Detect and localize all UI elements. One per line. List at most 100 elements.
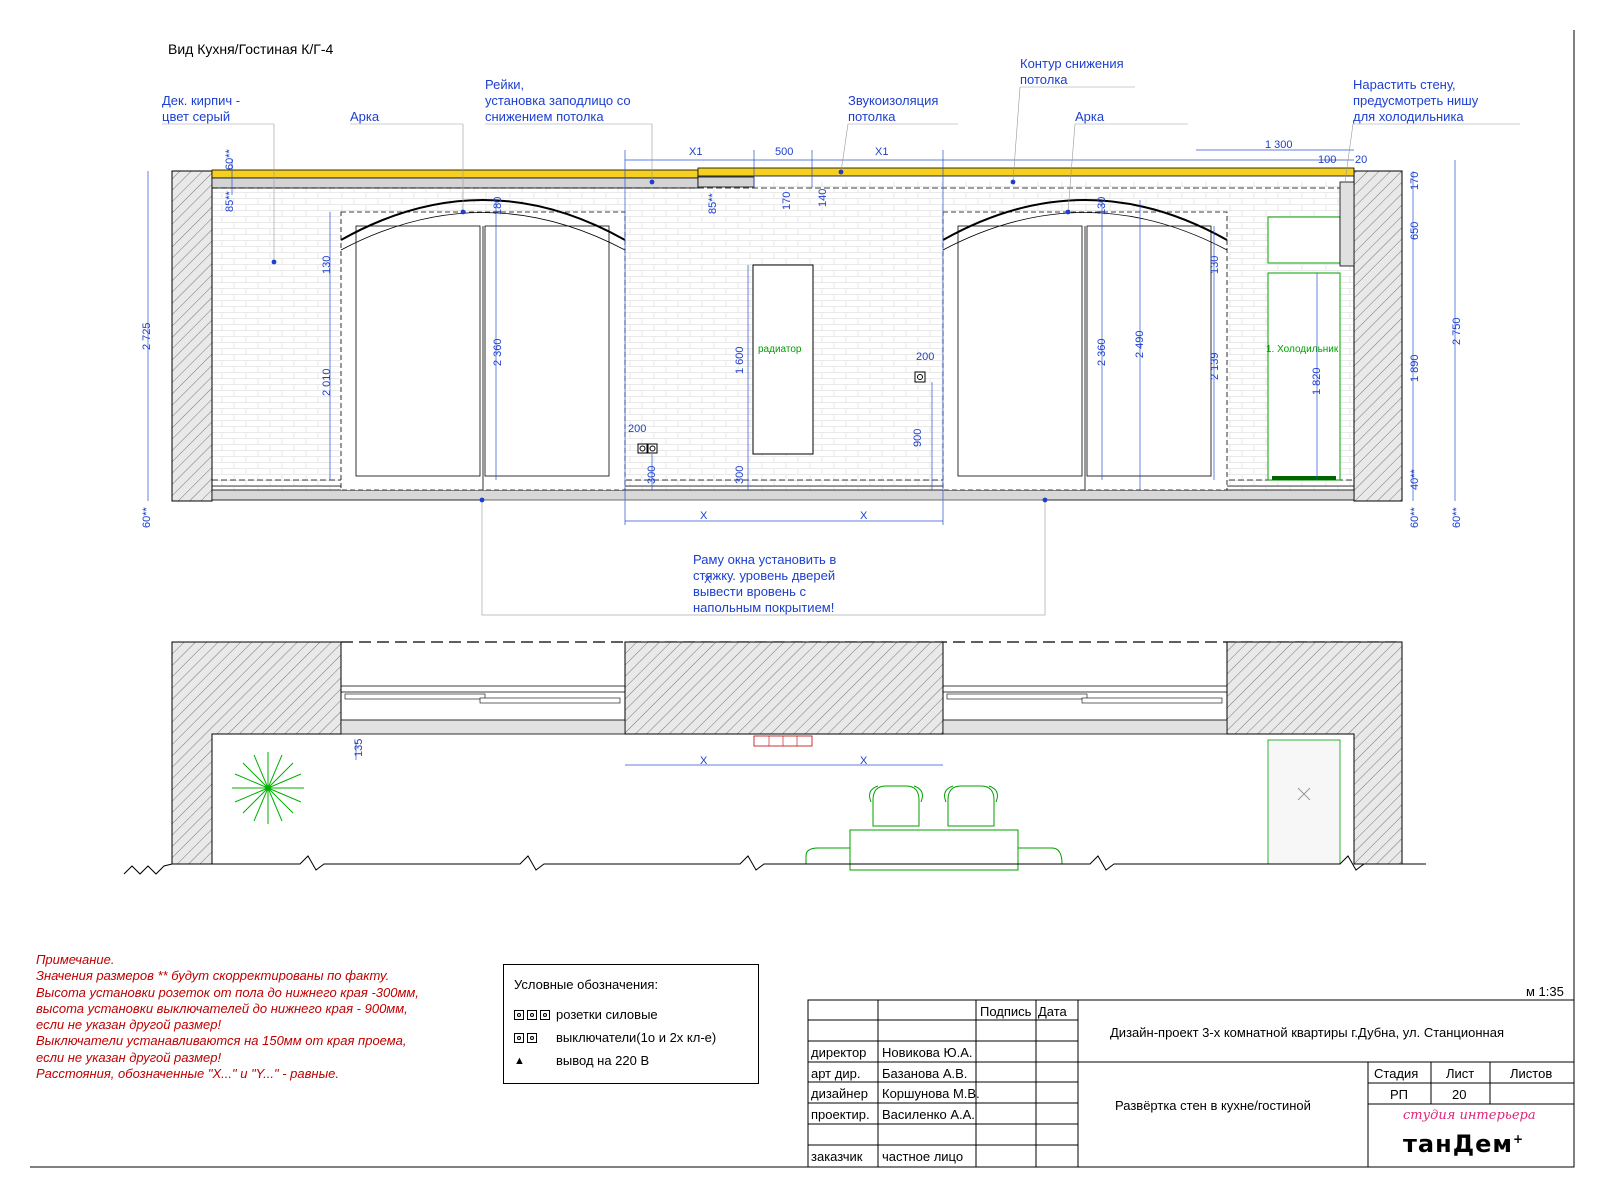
sign-header: Подпись [980,1004,1032,1019]
callout-slats-3: снижением потолка [485,109,604,124]
power-socket-icon [514,1009,556,1020]
dim-left-60: 60** [224,148,236,170]
stage-header: Стадия [1374,1066,1419,1081]
left-wall-section [171,170,213,502]
dim-mid-170: 170 [781,192,793,210]
leader-lines [162,86,1520,616]
switch-icon [514,1032,556,1043]
dim-floor-x-left-b: X [700,510,708,522]
dim-arch-130-right2: 130 [1209,256,1221,274]
dim-mid-300-a: 300 [646,466,658,484]
dim-right-60-b: 60** [1451,506,1463,528]
dim-arch-130-left: 130 [321,256,333,274]
floor-plan [123,641,1426,875]
dim-mid-85: 85** [707,192,719,214]
sheet-header: Лист [1446,1066,1475,1081]
dim-right-40: 40** [1409,468,1421,490]
callout-contour-2: потолка [1020,72,1068,87]
notes-block: Примечание. Значения размеров ** будут с… [36,952,476,1082]
sheet-title: Развёртка стен в кухне/гостиной [1115,1098,1311,1113]
role-designer: дизайнер [811,1086,868,1101]
dim-fridge-1820: 1 820 [1311,367,1323,395]
name-art-director: Базанова А.В. [882,1066,968,1081]
plant-icon [232,752,304,824]
legend-box: Условные обозначения: розетки силовые вы… [503,964,759,1084]
dim-right-1890: 1 890 [1409,354,1421,382]
sheets-header: Листов [1510,1066,1553,1081]
callout-arch-left: Арка [350,109,380,124]
callout-slats-1: Рейки, [485,77,524,92]
name-engineer: Василенко А.А. [882,1107,975,1122]
legend-item-sockets: розетки силовые [514,1007,658,1022]
dim-arch-130-right: 130 [1096,197,1108,215]
legend-label: вывод на 220 В [556,1053,650,1068]
notes-line: Значения размеров ** будут скорректирова… [36,968,390,984]
title-block [807,999,1575,1168]
name-client: частное лицо [882,1149,964,1164]
arch-opening-left [340,199,626,491]
role-director: директор [811,1045,867,1060]
callout-slats-2: установка заподлицо со [485,93,631,108]
role-engineer: проектир. [811,1107,870,1122]
dim-arch-2139: 2 139 [1209,352,1221,380]
dim-mid-1600: 1 600 [734,346,746,374]
dim-mid-900: 900 [912,429,924,447]
notes-line: Выключатели устанавливаются на 150мм от … [36,1033,407,1049]
dim-arch-2360-right: 2 360 [1096,338,1108,366]
ceiling-slats-step [697,176,755,188]
dim-right-2750: 2 750 [1451,317,1463,345]
callout-soundproof-2: потолка [848,109,896,124]
dim-plan-135: 135 [353,739,365,757]
callout-arch-right: Арка [1075,109,1105,124]
wall-elevation: радиатор 1. Холодильник [171,167,1403,502]
dim-plan-x-right: X [860,755,868,767]
callout-window-2: стяжку. уровень дверей [693,568,835,583]
legend-title: Условные обозначения: [514,977,659,992]
callout-brick-2: цвет серый [162,109,230,124]
fridge-niche-top [1267,216,1341,264]
floor-screed [211,489,1355,501]
dim-floor-x-right: X [860,510,868,522]
dim-left-60-bottom: 60** [141,506,153,528]
legend-item-outlet: ▲ вывод на 220 В [514,1053,649,1068]
dim-100: 100 [1318,154,1336,166]
name-designer: Коршунова М.В. [882,1086,980,1101]
callout-wall-3: для холодильника [1353,109,1464,124]
project-title: Дизайн-проект 3-х комнатной квартиры г.Д… [1110,1025,1504,1040]
dim-left-85: 85** [224,190,236,212]
dim-mid-300-b: 300 [734,466,746,484]
callout-brick-1: Дек. кирпич - [162,93,240,108]
callout-contour-1: Контур снижения [1020,56,1124,71]
notes-line: Расстояния, обозначенные "X..." и "Y..."… [36,1066,339,1082]
leader-dots [271,169,1071,503]
dim-mid-140: 140 [817,189,829,207]
fridge-base [1272,476,1336,480]
dim-arch-2490: 2 490 [1134,330,1146,358]
notes-line: высота установки выключателей до нижнего… [36,1000,408,1016]
scale-label: м 1:35 [1526,984,1564,999]
callouts: Дек. кирпич - цвет серый Арка Рейки, уст… [162,56,1479,615]
dim-left-2725: 2 725 [141,322,153,350]
dim-right-60: 60** [1409,506,1421,528]
dim-1300: 1 300 [1265,139,1293,151]
dim-plan-x-left: X [700,755,708,767]
wall-extension [1339,181,1355,267]
dim-x1-right: X1 [875,146,888,158]
triangle-icon: ▲ [514,1054,525,1067]
dim-arch-2360-left: 2 360 [492,338,504,366]
dining-table-icon [805,785,1063,871]
dim-arch-180-left: 180 [492,197,504,215]
view-title: Вид Кухня/Гостиная К/Г-4 [168,41,334,57]
role-client: заказчик [811,1149,863,1164]
dim-right-650: 650 [1409,222,1421,240]
legend-label: выключатели(1о и 2х кл-е) [556,1030,717,1045]
callout-soundproof-1: Звукоизоляция [848,93,938,108]
dim-500: 500 [775,146,793,158]
radiator-label: радиатор [758,344,802,355]
dim-socket-200-a: 200 [628,423,646,435]
fridge-plan [1267,739,1341,865]
legend-item-switches: выключатели(1о и 2х кл-е) [514,1030,716,1045]
fridge [1267,272,1341,481]
dim-right-170: 170 [1409,172,1421,190]
